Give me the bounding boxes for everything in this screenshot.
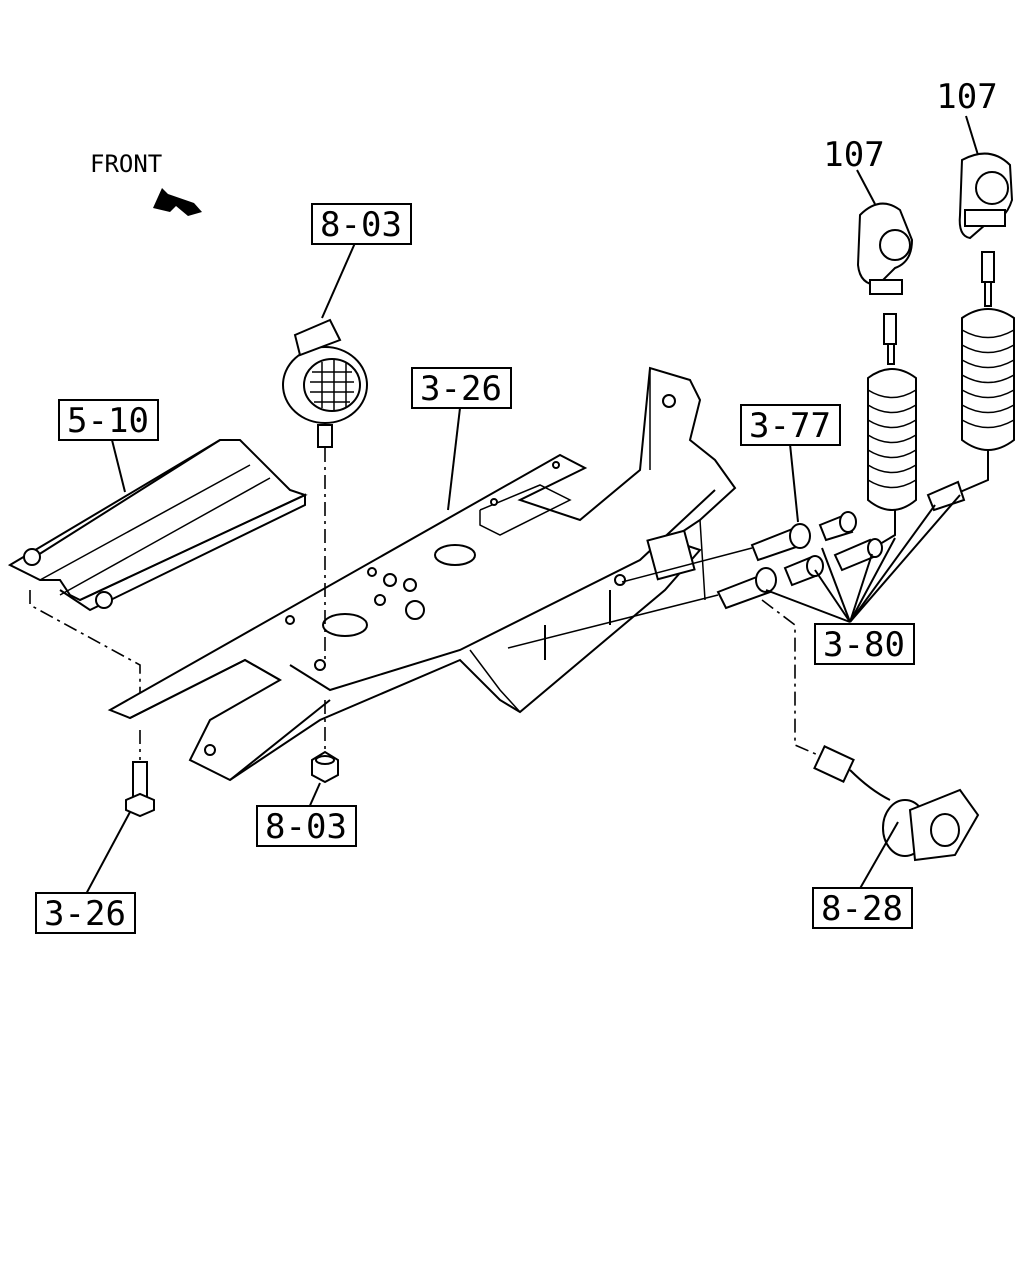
bolt	[125, 761, 155, 818]
callout-3-26-top: 3-26	[411, 367, 512, 409]
svg-text:3-77: 3-77	[749, 406, 831, 446]
svg-text:8-03: 8-03	[265, 807, 347, 847]
coiled-air-hose	[959, 251, 1015, 493]
svg-text:3-80: 3-80	[823, 625, 905, 665]
svg-text:3-26: 3-26	[420, 369, 502, 409]
coiled-air-hose	[867, 313, 917, 551]
svg-text:8-28: 8-28	[821, 889, 903, 929]
callout-5-10: 5-10	[58, 399, 159, 441]
callout-3-80: 3-80	[814, 623, 915, 665]
callout-3-77: 3-77	[740, 404, 841, 446]
callout-8-03-bottom: 8-03	[256, 805, 357, 847]
hose-fittings	[716, 480, 966, 610]
callout-8-03-top: 8-03	[311, 203, 412, 245]
callout-3-26-bottom: 3-26	[35, 892, 136, 934]
callout-107-left: 107	[823, 135, 884, 175]
front-label: FRONT	[90, 150, 162, 178]
callout-8-28: 8-28	[812, 887, 913, 929]
callout-107-right: 107	[936, 77, 997, 117]
frame-bracket	[107, 366, 737, 782]
arrow-up-left-icon	[153, 188, 202, 216]
svg-text:8-03: 8-03	[320, 205, 402, 245]
electrical-socket	[813, 745, 980, 862]
svg-text:3-26: 3-26	[44, 894, 126, 934]
glad-hand-coupler	[856, 202, 914, 295]
cover-plate	[7, 439, 308, 612]
nut	[311, 750, 339, 784]
lamp	[282, 318, 368, 448]
svg-text:5-10: 5-10	[67, 401, 149, 441]
glad-hand-coupler	[958, 152, 1014, 240]
